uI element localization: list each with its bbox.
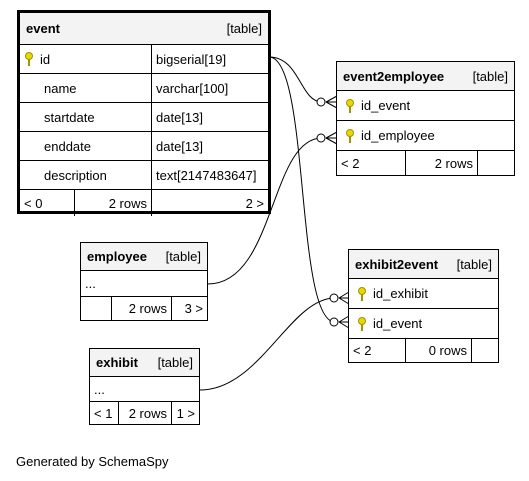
row-count: 2 rows: [118, 402, 171, 424]
link-end-circle: [329, 317, 339, 327]
column-name: startdate: [44, 109, 95, 125]
column-name: id_event: [373, 316, 423, 331]
children-link[interactable]: 1 >: [171, 402, 199, 424]
column-name-cell: id: [20, 45, 151, 73]
column-name: description: [44, 167, 107, 183]
column-row[interactable]: id_event: [349, 309, 498, 339]
link-end-circle: [316, 97, 326, 107]
row-count: 0 rows: [405, 339, 471, 362]
parents-link[interactable]: < 2: [353, 343, 372, 358]
link-end-circle: [329, 293, 339, 303]
table-employee[interactable]: employee [table] ... 2 rows 3 >: [80, 242, 208, 321]
parents-link[interactable]: < 0: [24, 195, 43, 211]
parents-link[interactable]: < 2: [341, 155, 360, 171]
column-row[interactable]: id bigserial[19]: [20, 45, 268, 74]
primary-key-icon: [345, 128, 355, 143]
table-kind: [table]: [456, 256, 492, 272]
table-name: exhibit: [96, 355, 138, 370]
table-name: event: [26, 21, 60, 36]
table-header: event2employee [table]: [337, 62, 514, 91]
columns-collapsed: ...: [90, 377, 199, 402]
column-name: enddate: [44, 138, 91, 154]
column-row[interactable]: name varchar[100]: [20, 74, 268, 103]
primary-key-icon: [357, 316, 367, 331]
table-footer: < 2 2 rows: [337, 151, 514, 175]
table-header: event [table]: [20, 13, 268, 45]
columns-collapsed: ...: [81, 271, 207, 297]
parents-link[interactable]: [81, 297, 111, 320]
children-link[interactable]: 2 >: [151, 190, 268, 216]
table-footer: 2 rows 3 >: [81, 297, 207, 320]
column-name: id_exhibit: [373, 286, 428, 301]
table-event2employee[interactable]: event2employee [table] id_event id_emplo…: [336, 61, 515, 176]
table-exhibit2event[interactable]: exhibit2event [table] id_exhibit id_even…: [348, 249, 499, 363]
table-header: exhibit2event [table]: [349, 250, 498, 279]
primary-key-icon: [24, 52, 34, 66]
children-link[interactable]: 3 >: [171, 297, 207, 320]
column-row[interactable]: id_exhibit: [349, 279, 498, 309]
table-footer: < 0 2 rows 2 >: [20, 190, 268, 216]
primary-key-icon: [345, 98, 355, 113]
row-count: 2 rows: [111, 297, 171, 320]
table-name: employee: [87, 249, 147, 264]
children-link[interactable]: [471, 339, 498, 362]
column-type: date[13]: [151, 103, 268, 131]
table-kind: [table]: [472, 68, 508, 84]
table-name: exhibit2event: [355, 256, 439, 272]
column-name: id_event: [361, 98, 411, 113]
table-name: event2employee: [343, 68, 445, 84]
column-type: text[2147483647]: [151, 161, 268, 189]
table-kind: [table]: [165, 249, 201, 264]
column-type: bigserial[19]: [151, 45, 268, 73]
column-row[interactable]: startdate date[13]: [20, 103, 268, 132]
primary-key-icon: [357, 286, 367, 301]
column-row[interactable]: enddate date[13]: [20, 132, 268, 161]
table-kind: [table]: [226, 21, 262, 36]
column-name: id: [40, 51, 51, 67]
table-footer: < 2 0 rows: [349, 339, 498, 362]
link-end-circle: [316, 133, 326, 143]
ellipsis-text: ...: [94, 381, 105, 397]
column-row[interactable]: id_event: [337, 91, 514, 121]
link-event-exhibit2event: [268, 56, 336, 323]
column-name: name: [44, 80, 77, 96]
ellipsis-text: ...: [85, 276, 96, 291]
column-type: varchar[100]: [151, 74, 268, 102]
table-kind: [table]: [157, 355, 193, 370]
parents-link[interactable]: < 1: [94, 405, 113, 421]
link-exhibit-exhibit2event: [199, 297, 336, 391]
row-count: 2 rows: [74, 190, 151, 216]
table-event[interactable]: event [table] id bigserial[19] name varc…: [17, 10, 271, 216]
column-row[interactable]: id_employee: [337, 121, 514, 151]
table-header: employee [table]: [81, 243, 207, 271]
row-count: 2 rows: [405, 151, 477, 175]
column-row[interactable]: description text[2147483647]: [20, 161, 268, 190]
children-link[interactable]: [477, 151, 514, 175]
link-event-event2employee: [268, 56, 323, 103]
table-header: exhibit [table]: [90, 349, 199, 377]
column-name: id_employee: [361, 128, 435, 143]
column-type: date[13]: [151, 132, 268, 160]
table-footer: < 1 2 rows 1 >: [90, 402, 199, 424]
table-exhibit[interactable]: exhibit [table] ... < 1 2 rows 1 >: [89, 348, 200, 425]
generated-by-text: Generated by SchemaSpy: [16, 454, 169, 469]
